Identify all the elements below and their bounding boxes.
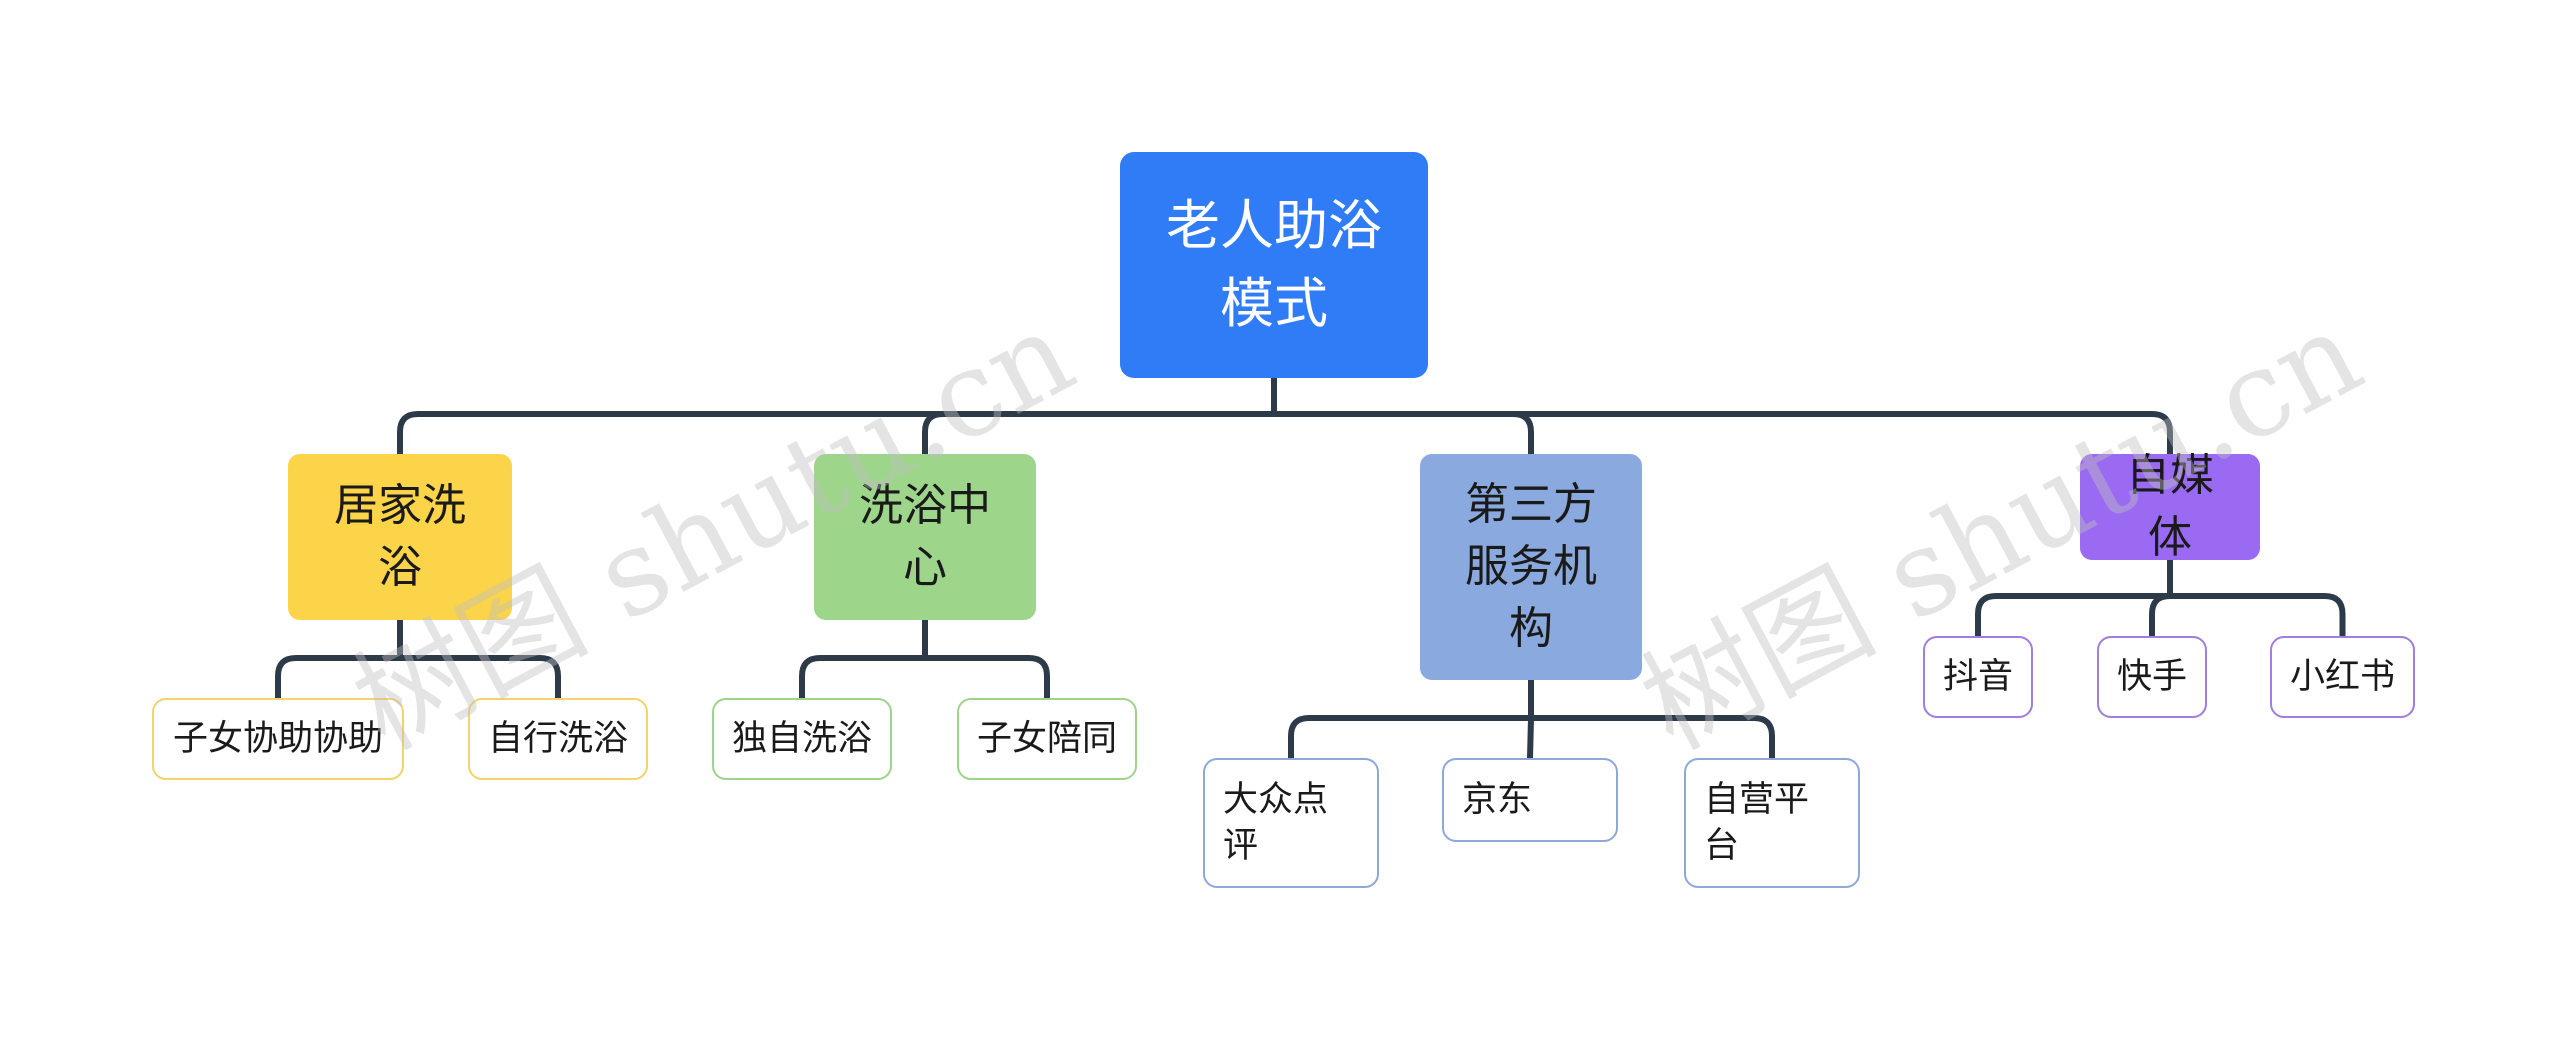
root-label: 老人助浴模式 [1166, 194, 1382, 335]
branch-node-home-bath[interactable]: 居家洗浴 [288, 454, 512, 620]
leaf-label: 抖音 [1943, 657, 2014, 697]
leaf-node[interactable]: 大众点评 [1203, 758, 1379, 888]
leaf-label: 子女陪同 [977, 719, 1118, 759]
branch-connector-link [275, 655, 403, 701]
leaf-node[interactable]: 快手 [2097, 636, 2207, 718]
root-connector-link [1271, 411, 2173, 457]
root-node[interactable]: 老人助浴模式 [1120, 152, 1428, 378]
branch-node-self-media[interactable]: 自媒体 [2080, 450, 2260, 563]
branch-connector-link [799, 655, 928, 701]
leaf-node[interactable]: 独自洗浴 [712, 698, 892, 780]
branch-connector-link [2167, 593, 2346, 639]
root-connector-link [1271, 411, 1534, 457]
leaf-label: 自行洗浴 [488, 719, 629, 759]
branch-connector-link [922, 655, 1050, 701]
leaf-node[interactable]: 子女陪同 [957, 698, 1137, 780]
branch-connector-link [397, 655, 561, 701]
leaf-label: 自营平台 [1704, 780, 1810, 866]
leaf-label: 小红书 [2290, 657, 2396, 697]
branch-connector-link [1527, 715, 1534, 761]
branch-label: 居家洗浴 [334, 480, 466, 593]
leaf-label: 京东 [1462, 780, 1533, 820]
branch-label: 自媒体 [2126, 450, 2214, 563]
root-connector-link [397, 411, 1277, 457]
leaf-label: 快手 [2117, 657, 2188, 697]
leaf-node[interactable]: 自行洗浴 [468, 698, 648, 780]
branch-connector-link [2149, 593, 2173, 639]
branch-label: 第三方服务机构 [1465, 479, 1597, 654]
branch-label: 洗浴中心 [859, 480, 991, 593]
root-connector-link [922, 411, 1277, 457]
leaf-label: 独自洗浴 [732, 719, 873, 759]
leaf-node[interactable]: 抖音 [1923, 636, 2033, 718]
leaf-label: 大众点评 [1223, 780, 1329, 866]
leaf-node[interactable]: 小红书 [2270, 636, 2415, 718]
leaf-node[interactable]: 子女协助协助 [152, 698, 404, 780]
branch-connector-link [1528, 715, 1775, 761]
branch-node-third-party[interactable]: 第三方服务机构 [1420, 454, 1642, 680]
branch-node-bath-center[interactable]: 洗浴中心 [814, 454, 1036, 620]
branch-connector-link [1288, 715, 1534, 761]
branch-connector-link [1975, 593, 2173, 639]
leaf-node[interactable]: 京东 [1442, 758, 1618, 842]
leaf-node[interactable]: 自营平台 [1684, 758, 1860, 888]
leaf-label: 子女协助协助 [172, 719, 383, 759]
